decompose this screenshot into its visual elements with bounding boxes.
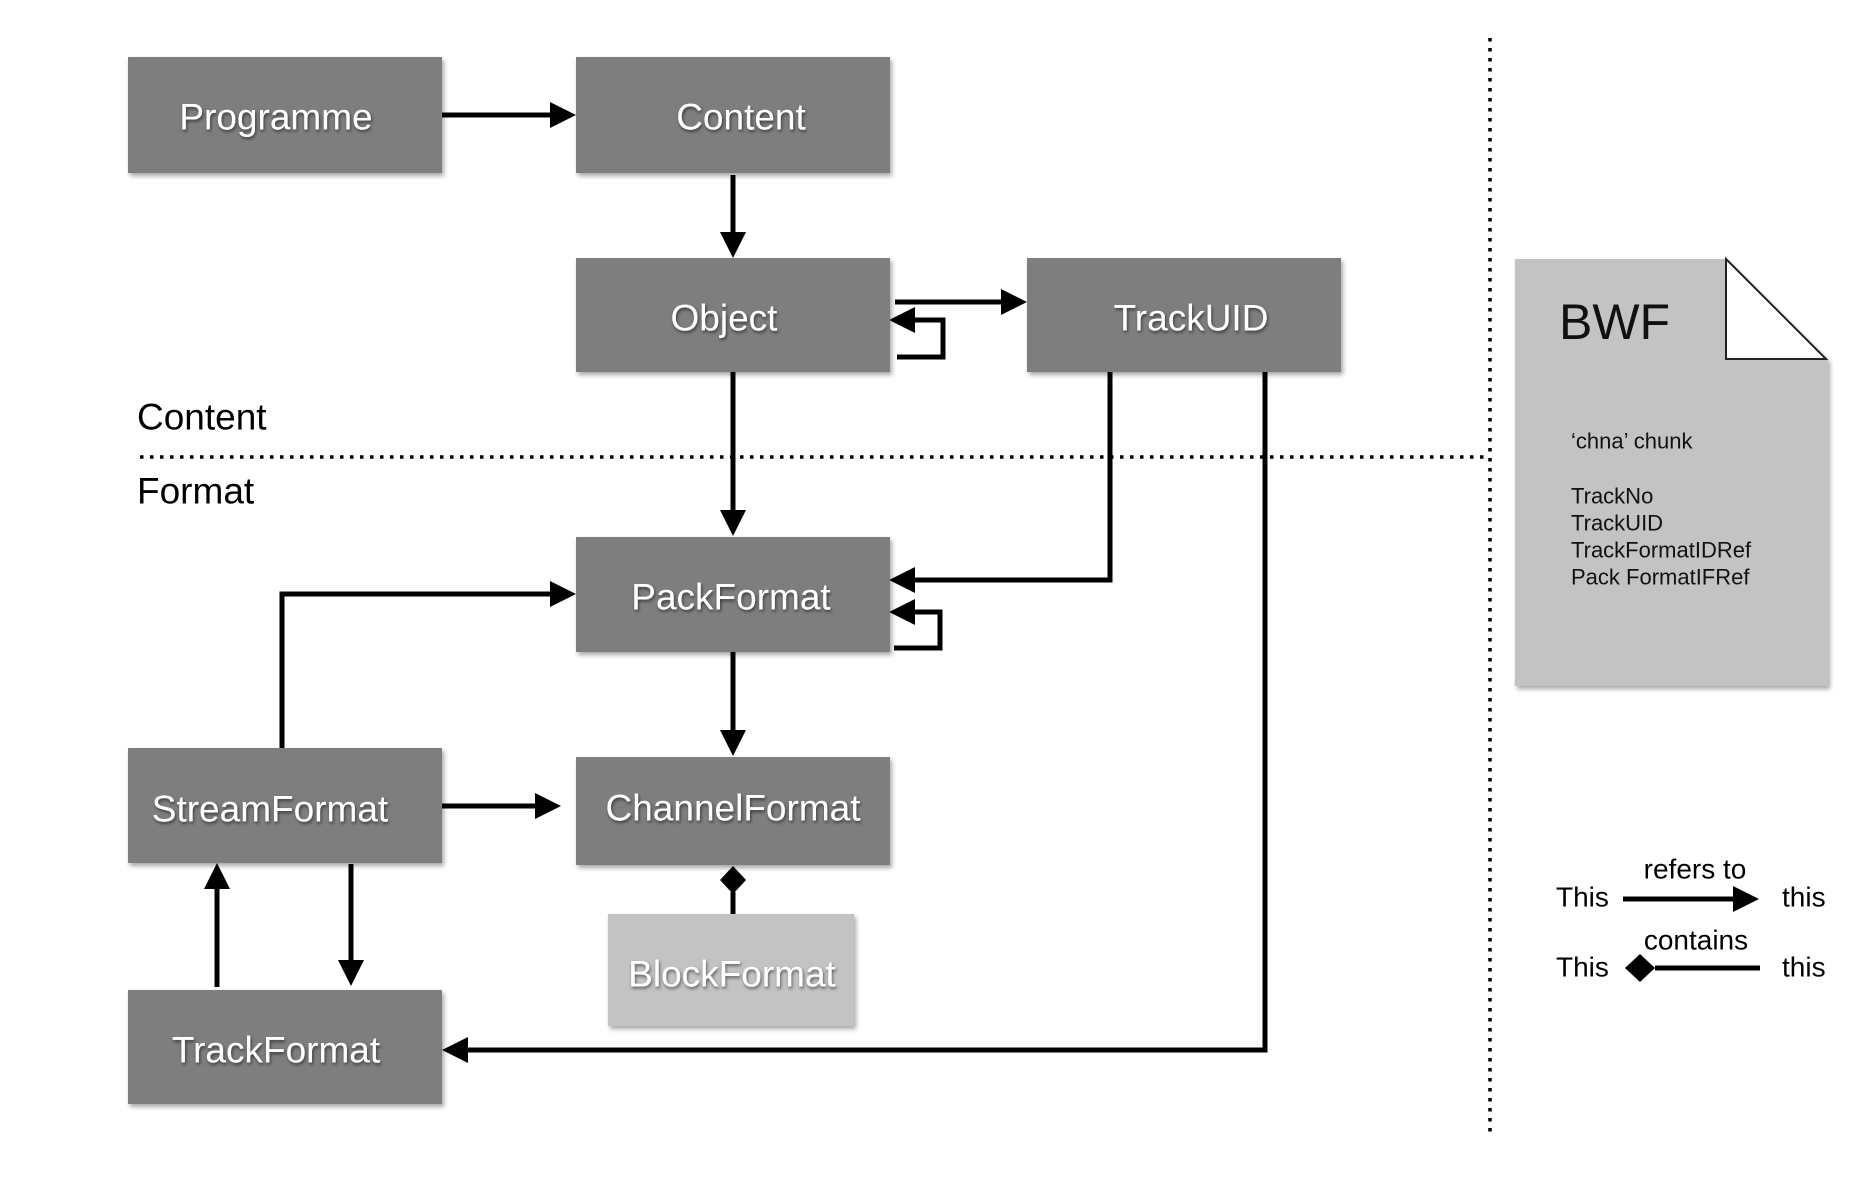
arrowhead xyxy=(204,863,230,889)
diamond-head xyxy=(720,866,746,894)
legend-contains-to: this xyxy=(1782,952,1826,983)
bwf-field: TrackFormatIDRef xyxy=(1571,538,1752,563)
arrowhead xyxy=(889,307,915,333)
legend-refers-caption: refers to xyxy=(1644,854,1747,885)
node-trackuid[interactable]: TrackUID xyxy=(1027,258,1341,372)
node-programme-label: Programme xyxy=(179,97,372,138)
format-section-label: Format xyxy=(137,471,255,512)
legend-refers-from: This xyxy=(1556,882,1609,913)
arrowhead xyxy=(442,1037,468,1063)
arrowhead xyxy=(338,960,364,986)
bwf-field: TrackNo xyxy=(1571,484,1653,509)
legend-contains-caption: contains xyxy=(1644,925,1748,956)
node-programme[interactable]: Programme xyxy=(128,57,442,173)
bwf-field: TrackUID xyxy=(1571,511,1663,536)
arrowhead xyxy=(889,599,915,625)
bwf-document: BWF ‘chna’ chunk TrackNo TrackUID TrackF… xyxy=(1515,256,1829,686)
node-content-label: Content xyxy=(676,97,806,138)
arrow-object-self xyxy=(897,317,946,360)
bwf-title: BWF xyxy=(1559,294,1670,350)
node-channelformat-label: ChannelFormat xyxy=(605,788,861,829)
arrow-trackuid-trackformat xyxy=(466,372,1268,1053)
node-packformat-label: PackFormat xyxy=(631,577,831,618)
arrowhead xyxy=(720,510,746,536)
arrowhead xyxy=(550,102,576,128)
arrowhead xyxy=(535,793,561,819)
legend: refers to This this contains This this xyxy=(1556,854,1826,983)
bwf-field: Pack FormatIFRef xyxy=(1571,565,1750,590)
legend-contains-from: This xyxy=(1556,952,1609,983)
node-trackformat[interactable]: TrackFormat xyxy=(128,990,442,1104)
arrowhead xyxy=(1001,289,1027,315)
arrow-streamformat-packformat xyxy=(279,591,552,748)
arrowhead xyxy=(720,232,746,258)
legend-diamond-head xyxy=(1625,954,1655,982)
arrowhead xyxy=(550,581,576,607)
node-trackuid-label: TrackUID xyxy=(1114,298,1269,339)
legend-arrowhead xyxy=(1733,886,1759,912)
arrow-packformat-self xyxy=(894,609,943,651)
arrowhead xyxy=(720,730,746,756)
bwf-document-page xyxy=(1515,259,1828,686)
node-content[interactable]: Content xyxy=(576,57,890,173)
node-blockformat[interactable]: BlockFormat xyxy=(608,914,854,1026)
content-section-label: Content xyxy=(137,397,267,438)
node-object[interactable]: Object xyxy=(576,258,890,372)
node-channelformat[interactable]: ChannelFormat xyxy=(576,757,890,865)
bwf-page-fold xyxy=(1725,256,1829,360)
node-trackformat-label: TrackFormat xyxy=(172,1030,381,1071)
node-streamformat[interactable]: StreamFormat xyxy=(128,748,442,863)
node-streamformat-label: StreamFormat xyxy=(152,789,389,830)
legend-refers-to: this xyxy=(1782,882,1826,913)
arrowhead xyxy=(889,567,915,593)
node-object-label: Object xyxy=(671,298,779,339)
node-packformat[interactable]: PackFormat xyxy=(576,537,890,652)
bwf-chunk-label: ‘chna’ chunk xyxy=(1571,429,1693,454)
arrow-trackuid-packformat xyxy=(913,372,1113,583)
connectors xyxy=(204,102,1268,1063)
node-blockformat-label: BlockFormat xyxy=(628,954,836,995)
